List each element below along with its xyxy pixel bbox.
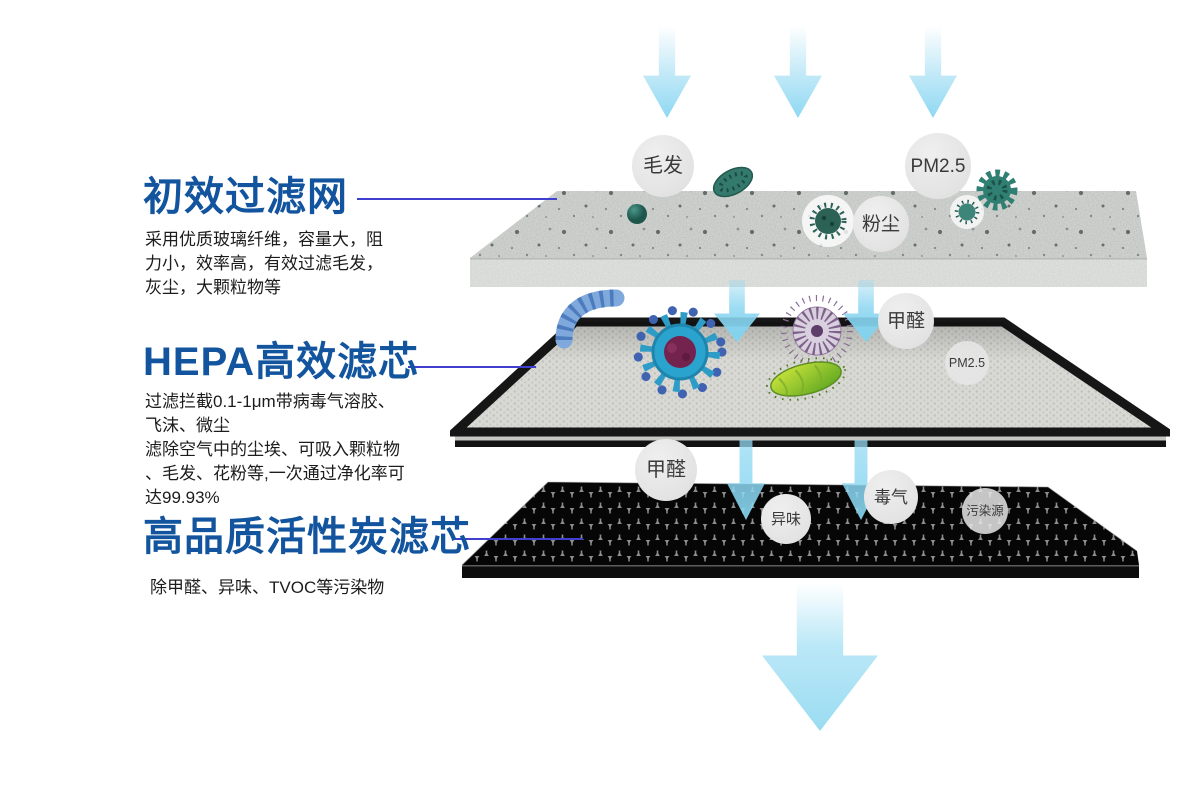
trapped-germ-icon	[802, 195, 854, 247]
corona-virus-icon	[633, 305, 727, 399]
pm25-particle-icon	[976, 169, 1018, 211]
green-bacteria-icon	[765, 357, 847, 401]
airflow-arrow-top-2	[774, 26, 822, 118]
section-title-prefilter: 初效过滤网	[143, 175, 348, 219]
formaldehyde-hepa-label: 甲醛	[878, 293, 934, 349]
particle-sphere-icon	[627, 204, 647, 224]
purple-virus-icon	[781, 295, 853, 367]
pm25-hepa-label: PM2.5	[945, 341, 989, 385]
section-title-carbon: 高品质活性炭滤芯	[143, 515, 471, 559]
clean-air-arrow	[762, 583, 878, 731]
section-desc-prefilter: 采用优质玻璃纤维，容量大，阻 力小，效率高，有效过滤毛发， 灰尘，大颗粒物等	[145, 230, 383, 297]
airflow-arrow-top-1	[643, 26, 691, 118]
section-desc-hepa: 过滤拦截0.1-1μm带病毒气溶胶、 飞沫、微尘 滤除空气中的尘埃、可吸入颗粒物…	[145, 392, 405, 507]
section-desc-carbon: 除甲醛、异味、TVOC等污染物	[150, 578, 385, 597]
leader-line-hepa	[408, 366, 536, 368]
formaldehyde-carbon-label: 甲醛	[635, 439, 697, 501]
dust-label: 粉尘	[853, 196, 909, 252]
caterpillar-bacteria-icon	[555, 289, 625, 349]
section-title-hepa: HEPA高效滤芯	[143, 340, 420, 384]
hair-label: 毛发	[632, 135, 694, 197]
airflow-arrow-top-3	[909, 26, 957, 118]
leader-line-prefilter	[357, 198, 557, 200]
bacteria-rod-icon	[712, 166, 754, 198]
pollution-source-label: 污染源	[962, 488, 1008, 534]
odor-label: 异味	[761, 494, 811, 544]
toxic-gas-label: 毒气	[864, 470, 918, 524]
trapped-particle-icon	[950, 195, 984, 229]
pm25-top-label: PM2.5	[905, 133, 971, 199]
leader-line-carbon	[453, 538, 583, 540]
